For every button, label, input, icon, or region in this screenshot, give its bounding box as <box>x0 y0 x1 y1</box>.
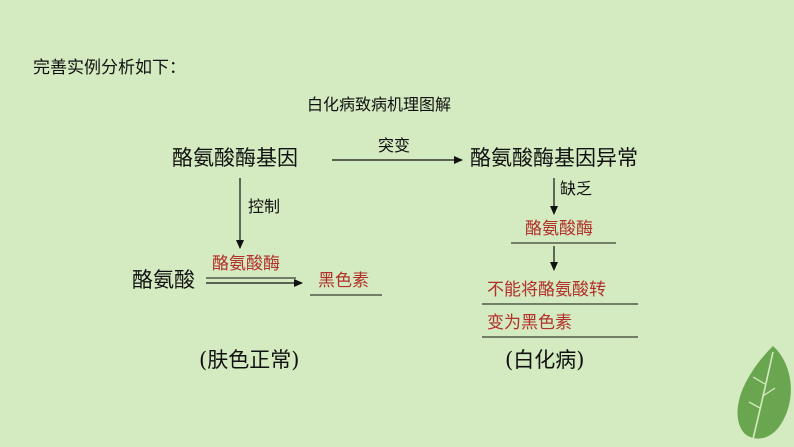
result-answer-line2: 变为黑色素 <box>487 313 572 333</box>
diagram-title: 白化病致病机理图解 <box>307 95 452 114</box>
substrate-label: 酪氨酸 <box>132 268 195 292</box>
intro-text: 完善实例分析如下： <box>33 58 186 78</box>
albino-gene-label: 酪氨酸酶基因异常 <box>470 146 638 170</box>
normal-gene-label: 酪氨酸酶基因 <box>172 146 298 170</box>
control-label: 控制 <box>248 197 281 216</box>
leaf-icon <box>737 346 791 440</box>
normal-caption: (肤色正常) <box>199 348 300 372</box>
result-answer-line1: 不能将酪氨酸转 <box>487 280 606 300</box>
albino-enzyme-answer: 酪氨酸酶 <box>525 219 593 239</box>
normal-enzyme-answer: 酪氨酸酶 <box>212 254 280 274</box>
product-answer: 黑色素 <box>318 271 369 291</box>
mutation-label: 突变 <box>378 136 411 155</box>
albino-caption: (白化病) <box>505 348 585 372</box>
lack-label: 缺乏 <box>560 179 593 198</box>
